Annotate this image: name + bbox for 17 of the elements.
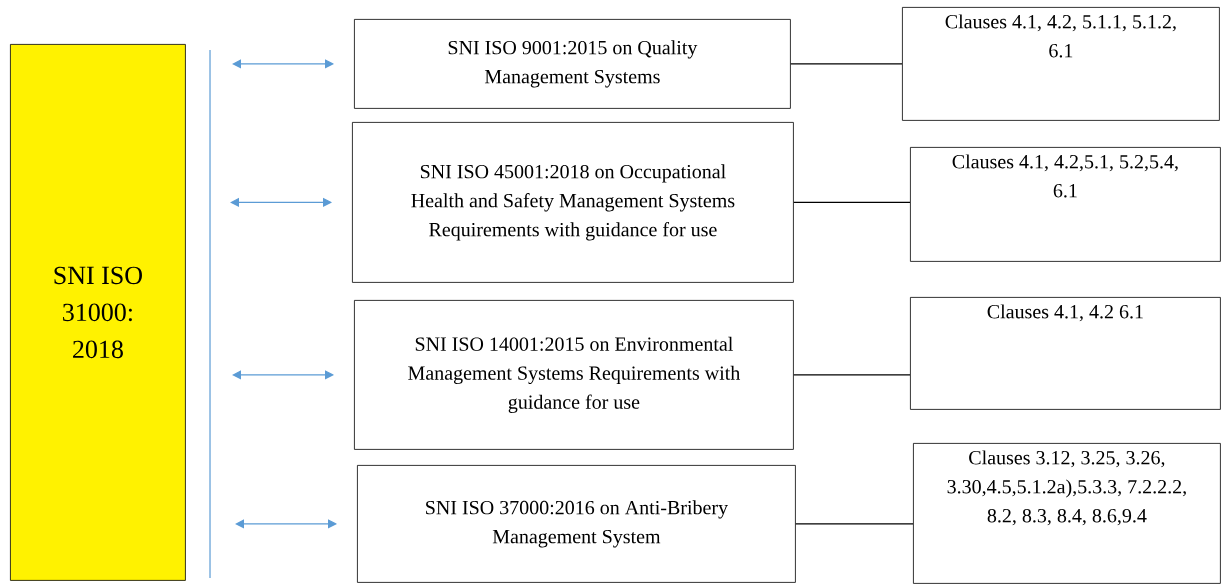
- standard-box: SNI ISO 31000: 2018: [10, 44, 186, 581]
- double-arrow: [232, 370, 334, 380]
- standard-box: SNI ISO 14001:2015 on Environmental Management Systems Requirements with guidance for use: [354, 300, 794, 450]
- double-arrow: [230, 197, 332, 208]
- clauses-box: Clauses 4.1, 4.2, 5.1.1, 5.1.2, 6.1: [902, 7, 1220, 121]
- connector-line: [793, 201, 911, 203]
- standard-box: SNI ISO 9001:2015 on Quality Management Systems: [354, 19, 791, 109]
- double-arrow: [235, 519, 337, 529]
- double-arrow: [232, 59, 334, 69]
- clauses-box: Clauses 3.12, 3.25, 3.26, 3.30,4.5,5.1.2a),5.3.3, 7.2.2.2, 8.2, 8.3, 8.4, 8.6,9.4: [913, 443, 1221, 584]
- clauses-box: Clauses 4.1, 4.2 6.1: [910, 297, 1221, 410]
- connector-line: [790, 63, 903, 65]
- standard-box: SNI ISO 37000:2016 on Anti-Bribery Management System: [357, 465, 796, 583]
- connector-line: [795, 523, 914, 525]
- clauses-box: Clauses 4.1, 4.2,5.1, 5.2,5.4, 6.1: [910, 147, 1221, 262]
- standard-box: SNI ISO 45001:2018 on Occupational Health and Safety Management Systems Requirements with guidance for use: [352, 122, 794, 283]
- connector-line: [793, 374, 911, 376]
